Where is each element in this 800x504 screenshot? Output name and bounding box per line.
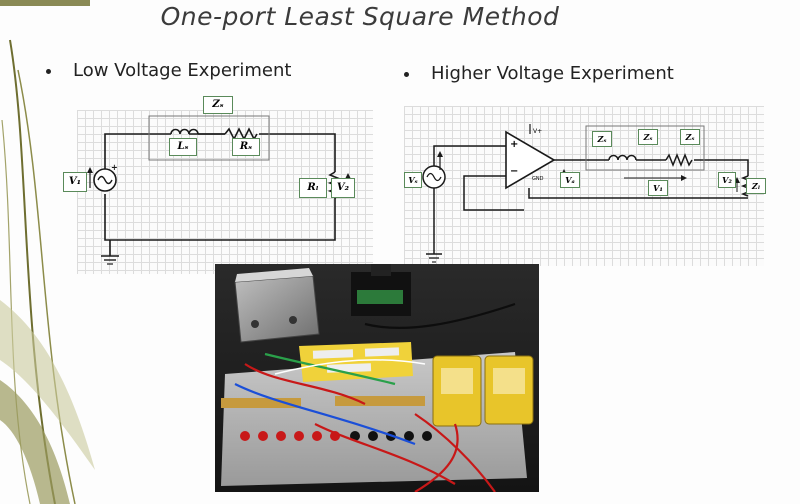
leaf-decoration-icon	[0, 39, 95, 504]
load-resistor-icon	[740, 175, 756, 197]
label-ls: Lₛ	[169, 138, 197, 156]
bullet-low-voltage-label: Low Voltage Experiment	[73, 60, 292, 81]
top-accent-bar	[0, 0, 90, 6]
label-v1: V₁	[63, 172, 87, 192]
op-amp-icon	[505, 130, 556, 190]
low-voltage-schematic: +	[87, 115, 351, 265]
ground-icon	[426, 253, 442, 263]
bullet-high-voltage-label: Higher Voltage Experiment	[431, 63, 674, 84]
svg-text:+: +	[111, 162, 118, 172]
label-zs-3: Zₛ	[680, 129, 700, 145]
label-v1: V₁	[648, 180, 668, 196]
inductor-icon	[608, 154, 637, 161]
bullet-low-voltage: Low Voltage Experiment	[46, 60, 291, 81]
ac-source-icon	[93, 168, 117, 192]
label-zs: Zₛ	[203, 96, 233, 114]
low-voltage-circuit: + Zₛ Lₛ Rₛ Rₗ V₂ V₁	[63, 96, 373, 274]
label-rs: Rₛ	[232, 138, 260, 156]
op-amp-minus: −	[510, 166, 519, 177]
bullet-high-voltage: Higher Voltage Experiment	[404, 63, 674, 84]
ground-icon	[101, 255, 119, 265]
high-voltage-schematic	[422, 124, 756, 263]
label-v2: V₂	[331, 178, 355, 198]
ac-source-icon	[422, 165, 446, 189]
slide-title: One-port Least Square Method	[160, 2, 560, 31]
label-zs-2: Zₛ	[638, 129, 658, 145]
op-amp-plus: +	[510, 139, 519, 150]
high-voltage-circuit: + − V+ GND Vₛ Vₐ V₁ V₂ Zₗ Zₛ Zₛ Zₛ	[404, 106, 766, 266]
label-zl: Zₗ	[746, 178, 766, 194]
op-amp-vplus: V+	[533, 128, 543, 135]
op-amp-gnd: GND	[532, 176, 544, 182]
label-va: Vₐ	[560, 172, 580, 188]
label-v2: V₂	[718, 172, 736, 188]
resistor-icon	[665, 152, 693, 168]
resistor-icon	[224, 127, 258, 141]
inductor-icon	[170, 128, 199, 135]
label-zs-1: Zₛ	[592, 131, 612, 147]
lab-setup-photo	[215, 264, 539, 492]
label-rl: Rₗ	[299, 178, 327, 198]
bullet-dot-icon	[46, 68, 51, 74]
bullet-dot-icon	[404, 71, 409, 77]
lab-setup-illustration	[215, 264, 539, 492]
label-vs: Vₛ	[404, 172, 422, 188]
